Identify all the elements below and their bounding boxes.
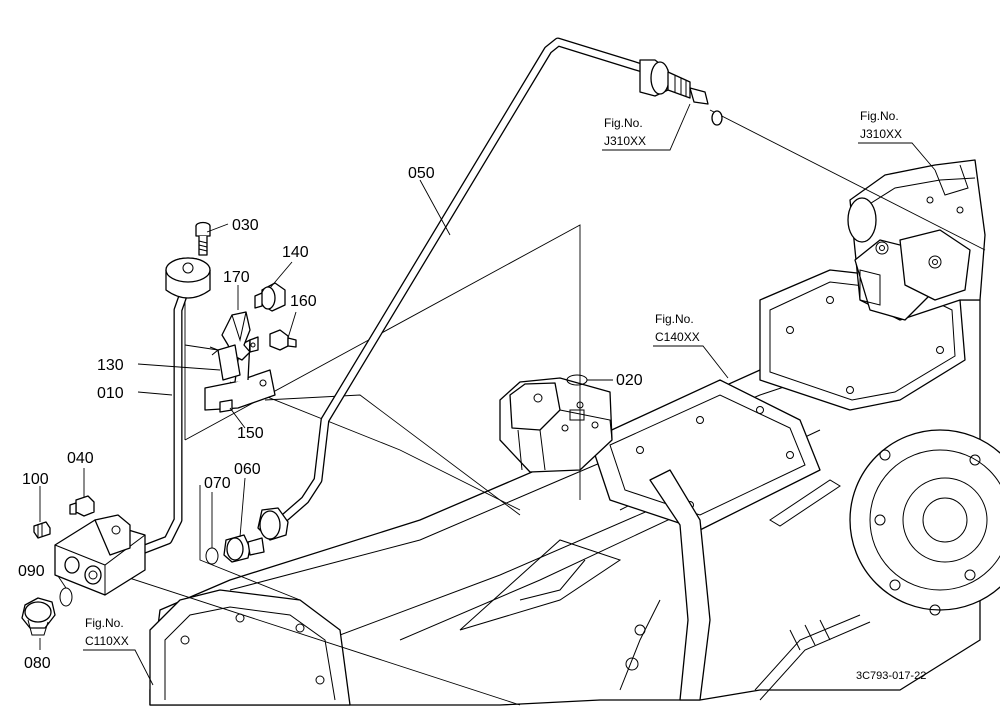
label-030: 030 bbox=[232, 217, 259, 234]
svg-text:J310XX: J310XX bbox=[860, 127, 902, 141]
label-140: 140 bbox=[282, 244, 309, 261]
manifold-block bbox=[54, 514, 146, 596]
figure-ref-j310-pipe: Fig.No. J310XX bbox=[602, 103, 691, 151]
fitting-040 bbox=[69, 495, 95, 517]
label-050: 050 bbox=[408, 165, 435, 182]
fitting-160 bbox=[269, 329, 297, 351]
label-150: 150 bbox=[237, 425, 264, 442]
figure-ref-c110: Fig.No. C110XX bbox=[83, 616, 154, 686]
label-160: 160 bbox=[290, 293, 317, 310]
label-060: 060 bbox=[234, 461, 261, 478]
transmission-case bbox=[149, 269, 1000, 706]
svg-text:Fig.No.: Fig.No. bbox=[655, 312, 694, 326]
hydraulic-pump bbox=[499, 377, 613, 473]
label-130: 130 bbox=[97, 357, 124, 374]
callouts: 030 170 140 160 130 010 150 050 020 040 … bbox=[18, 165, 643, 672]
plug-100 bbox=[33, 521, 51, 539]
svg-text:Fig.No.: Fig.No. bbox=[860, 109, 899, 123]
o-ring-070 bbox=[205, 547, 219, 565]
assembly-lines bbox=[119, 109, 986, 706]
pipe-050 bbox=[257, 37, 723, 541]
label-090: 090 bbox=[18, 563, 45, 580]
bracket-170 bbox=[221, 311, 259, 361]
pipe-010 bbox=[137, 257, 211, 555]
label-040: 040 bbox=[67, 450, 94, 467]
hydraulic-lift-housing bbox=[847, 159, 986, 321]
figure-ref-j310-housing: Fig.No. J310XX bbox=[858, 109, 936, 171]
svg-text:Fig.No.: Fig.No. bbox=[604, 116, 643, 130]
label-100: 100 bbox=[22, 471, 49, 488]
label-080: 080 bbox=[24, 655, 51, 672]
fitting-140 bbox=[254, 282, 286, 312]
label-010: 010 bbox=[97, 385, 124, 402]
svg-text:C140XX: C140XX bbox=[655, 330, 700, 344]
clamp-130 bbox=[184, 344, 241, 381]
o-ring-090 bbox=[59, 587, 73, 607]
adapter-060 bbox=[223, 534, 265, 563]
svg-text:C110XX: C110XX bbox=[85, 634, 129, 648]
svg-text:Fig.No.: Fig.No. bbox=[85, 616, 124, 630]
label-170: 170 bbox=[223, 269, 250, 286]
figure-ref-c140: Fig.No. C140XX bbox=[653, 312, 729, 379]
drawing-code: 3C793-017-22 bbox=[856, 670, 926, 682]
bolt-030 bbox=[195, 221, 211, 256]
svg-text:J310XX: J310XX bbox=[604, 134, 646, 148]
plug-080 bbox=[21, 597, 56, 636]
label-020: 020 bbox=[616, 372, 643, 389]
label-070: 070 bbox=[204, 475, 231, 492]
